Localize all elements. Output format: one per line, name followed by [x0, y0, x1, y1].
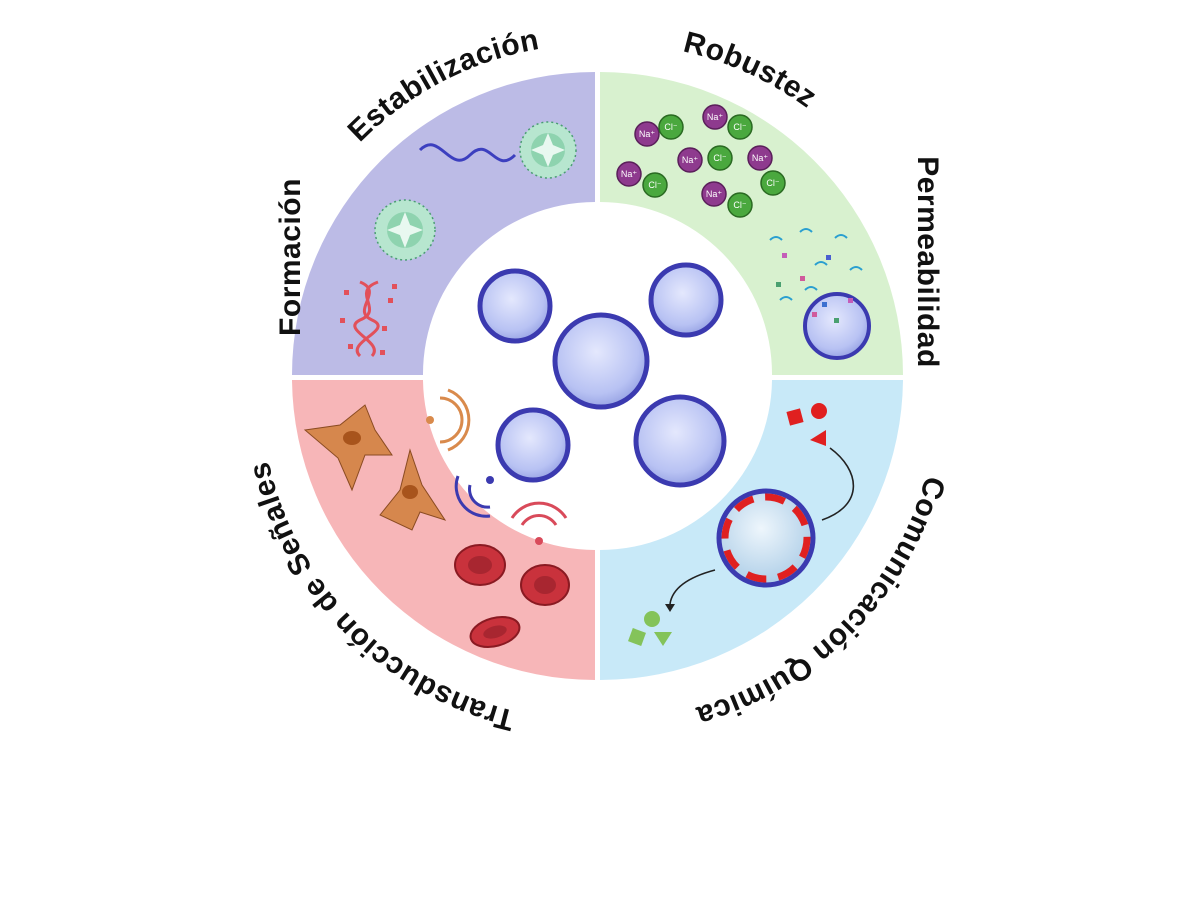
- vesicle: [477, 268, 553, 344]
- micelle-icon: [374, 199, 436, 261]
- dna-strand-icon: [340, 280, 397, 358]
- wireless-signal-icon: [426, 388, 568, 545]
- svg-text:Cl⁻: Cl⁻: [733, 200, 746, 210]
- neuron-cell-icon: [303, 404, 447, 531]
- product-molecules-icon: [628, 611, 672, 646]
- quadrant-formacion-estabilizacion: [292, 72, 595, 375]
- svg-text:Cl⁻: Cl⁻: [766, 178, 779, 188]
- svg-text:Cl⁻: Cl⁻: [664, 122, 677, 132]
- svg-text:Na⁺: Na⁺: [621, 169, 638, 179]
- chloride-ion: Cl⁻: [727, 192, 753, 218]
- svg-text:Cl⁻: Cl⁻: [648, 180, 661, 190]
- salt-ions-icon: Na⁺ Cl⁻ Na⁺ Cl⁻ Na⁺ Cl⁻ Na⁺ Cl⁻ Na⁺ Cl⁻ Na⁺ Cl⁻: [616, 104, 786, 218]
- signal-molecules-icon: [786, 403, 827, 446]
- svg-text:Na⁺: Na⁺: [707, 112, 724, 122]
- chloride-ion: Cl⁻: [642, 172, 668, 198]
- sodium-ion: Na⁺: [677, 147, 703, 173]
- polymer-micelle-icon: [418, 121, 577, 179]
- label-permeabilidad: Permeabilidad: [911, 156, 944, 368]
- svg-text:Na⁺: Na⁺: [639, 129, 656, 139]
- red-blood-cell-icon: [454, 544, 570, 648]
- vesicle: [552, 312, 650, 410]
- sodium-ion: Na⁺: [701, 181, 727, 207]
- chloride-ion: Cl⁻: [658, 114, 684, 140]
- sodium-ion: Na⁺: [747, 145, 773, 171]
- chloride-ion: Cl⁻: [707, 145, 733, 171]
- svg-text:Cl⁻: Cl⁻: [733, 122, 746, 132]
- receptor-vesicle-icon: [665, 447, 855, 612]
- permeable-vesicle-icon: [769, 228, 871, 360]
- sodium-ion: Na⁺: [616, 161, 642, 187]
- sodium-ion: Na⁺: [634, 121, 660, 147]
- chloride-ion: Cl⁻: [727, 114, 753, 140]
- sodium-ion: Na⁺: [702, 104, 728, 130]
- svg-text:Cl⁻: Cl⁻: [713, 153, 726, 163]
- central-vesicles: [477, 262, 727, 488]
- label-formacion: Formación: [274, 178, 307, 336]
- svg-text:Na⁺: Na⁺: [706, 189, 723, 199]
- vesicle: [495, 407, 571, 483]
- chloride-ion: Cl⁻: [760, 170, 786, 196]
- svg-text:Na⁺: Na⁺: [682, 155, 699, 165]
- vesicle: [648, 262, 724, 338]
- vesicle: [633, 394, 727, 488]
- svg-text:Na⁺: Na⁺: [752, 153, 769, 163]
